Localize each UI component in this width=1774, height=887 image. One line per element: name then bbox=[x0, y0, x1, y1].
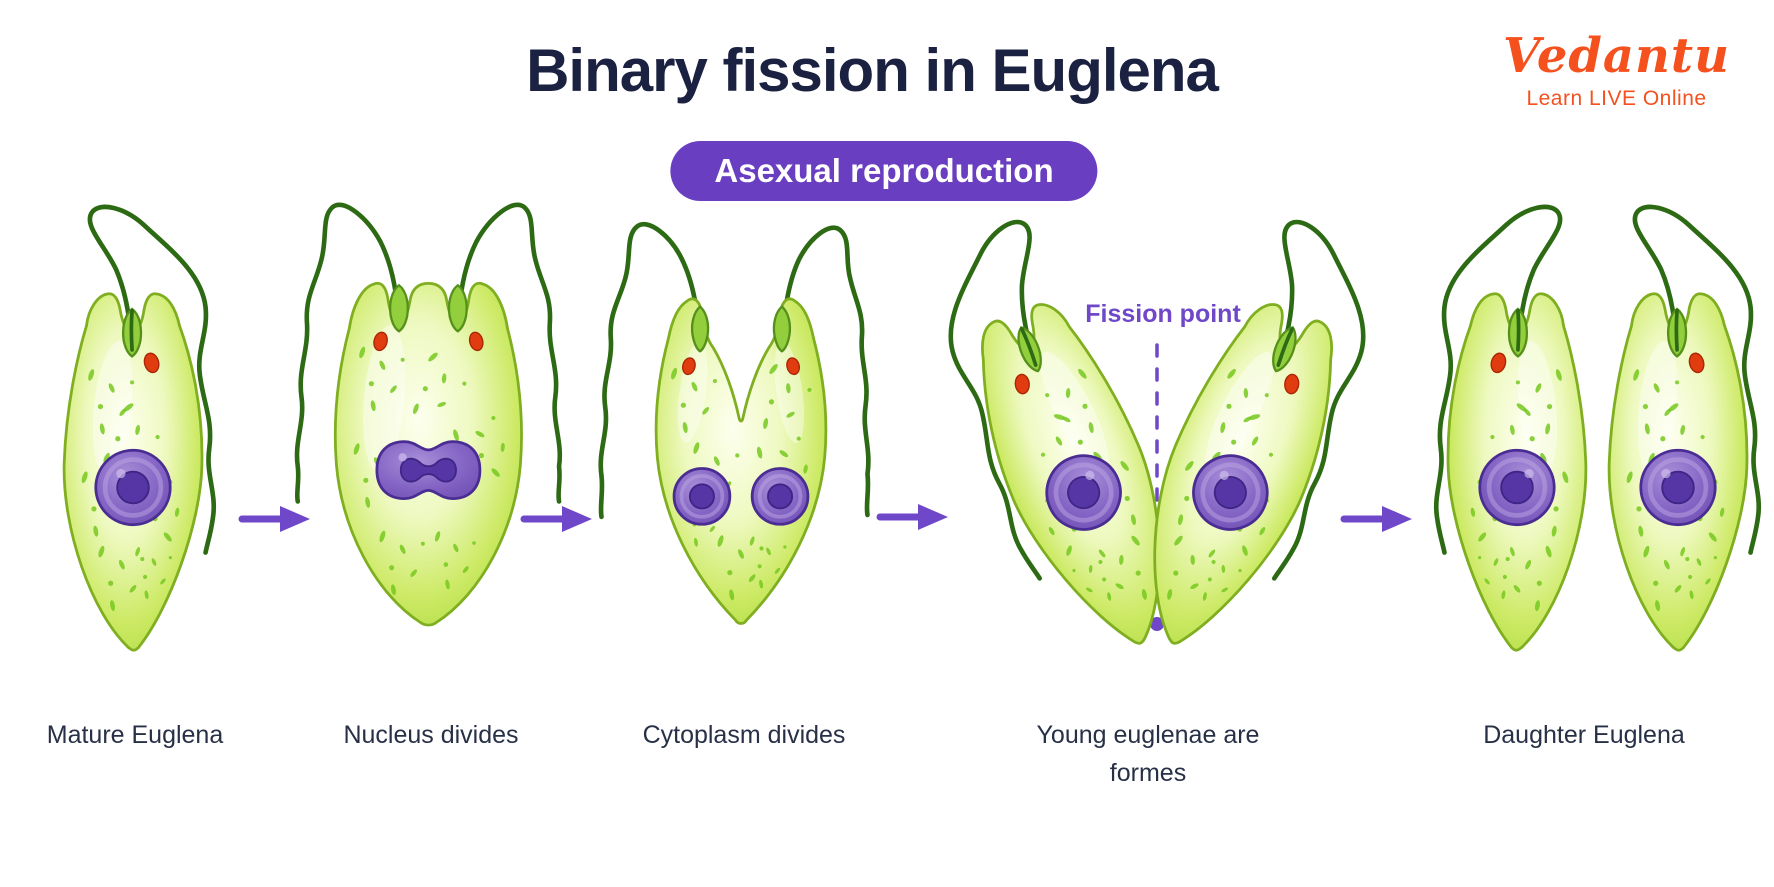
euglena-nucleus-dividing-cell bbox=[297, 205, 560, 625]
arrow-step-2 bbox=[524, 506, 592, 532]
stage-label-mature-euglena: Mature Euglena bbox=[46, 721, 224, 749]
daughter-euglena-right bbox=[1609, 207, 1759, 650]
page-title: Binary fission in Euglena bbox=[526, 37, 1219, 104]
vedantu-logo-wordmark: Vedantu bbox=[1502, 28, 1730, 84]
stage-label-cytoplasm-divides: Cytoplasm divides bbox=[642, 721, 846, 749]
stage-label-young-euglenae: Young euglenae are formes bbox=[1036, 721, 1260, 787]
euglena-mature-cell bbox=[64, 207, 214, 650]
subtitle-pill: Asexual reproduction bbox=[670, 141, 1098, 201]
fission-point-label: Fission point bbox=[1085, 300, 1241, 328]
stage-label-nucleus-divides: Nucleus divides bbox=[343, 721, 519, 749]
arrow-step-1 bbox=[242, 506, 310, 532]
vedantu-logo: Vedantu Learn LIVE Online bbox=[1503, 30, 1730, 111]
euglena-cytoplasm-dividing-cell bbox=[601, 224, 869, 623]
stage-label-daughter-euglena: Daughter Euglena bbox=[1483, 721, 1685, 749]
fission-point-dot bbox=[1150, 617, 1164, 631]
daughter-euglena-left bbox=[1436, 207, 1586, 650]
vedantu-logo-tagline: Learn LIVE Online bbox=[1526, 86, 1707, 110]
arrow-step-4 bbox=[1344, 506, 1412, 532]
arrow-step-3 bbox=[880, 504, 948, 530]
young-euglenae-group bbox=[910, 209, 1405, 672]
